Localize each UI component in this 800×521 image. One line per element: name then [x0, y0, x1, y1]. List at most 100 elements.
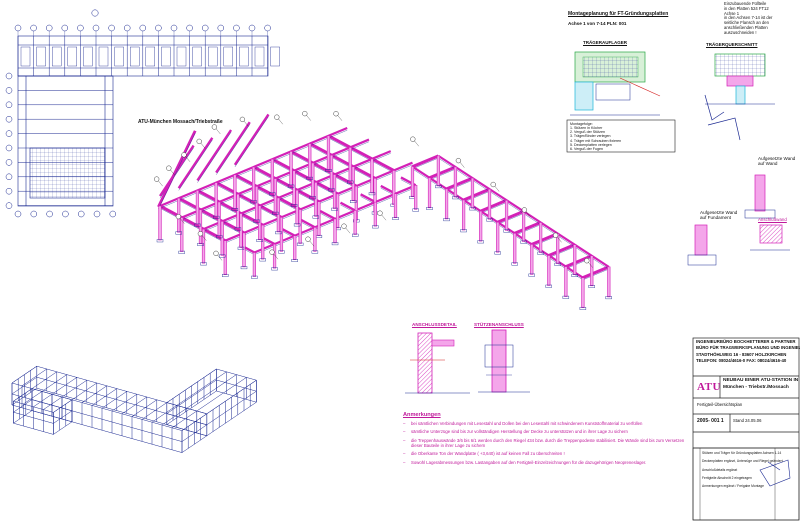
iso-column: [513, 232, 517, 264]
tb-revisions-line: Fertigteile Abschnitt 2 eingetragen: [702, 475, 752, 480]
fill-note-line: seitliche Flansch an den: [724, 20, 769, 26]
plan-room: [67, 46, 78, 67]
position-leader: [278, 118, 283, 125]
iso-footing: [293, 223, 301, 227]
grid-bubble: [123, 24, 131, 32]
position-label: [166, 165, 172, 171]
wire-edge: [206, 379, 257, 415]
grid-bubble: [5, 187, 13, 195]
iso-column: [573, 244, 577, 275]
bullet-dash: –: [403, 459, 406, 465]
anmerkung-text: sämtliche Unterzüge sind bis zur vollstä…: [411, 429, 628, 435]
grid-bubble: [77, 210, 85, 218]
grid-bubble: [264, 24, 271, 32]
grid-bubble: [61, 24, 69, 32]
position-leader: [215, 128, 221, 135]
iso-footing: [562, 295, 570, 299]
position-leader: [345, 227, 351, 234]
iso-column: [329, 154, 334, 190]
tb-engineer-line: BÜRO FÜR TRAGWERKSPLANUNG UND INGENIEURB…: [696, 345, 800, 351]
plan-caption: ATU-München Mossach/Triebstraße: [138, 119, 223, 125]
iso-beam-edge: [309, 145, 376, 181]
iso-footing: [287, 184, 295, 188]
iso-column: [351, 166, 355, 202]
plan-room: [98, 46, 109, 67]
isometric-structure: [154, 110, 612, 310]
iso-column: [311, 162, 315, 198]
iso-column: [353, 210, 357, 235]
iso-footing: [325, 169, 332, 173]
wire-edge: [161, 407, 187, 426]
anmerkung-text: Sowohl Lagerabmessungen bzw. Lastangaben…: [411, 459, 647, 465]
plan-grid-bubbles: [5, 9, 271, 218]
iso-column: [479, 210, 483, 242]
plan-room: [129, 46, 140, 67]
iso-column: [158, 205, 162, 241]
iso-footing: [352, 233, 359, 237]
bullet-dash: –: [403, 429, 406, 435]
grid-bubble: [14, 210, 22, 218]
iso-footing: [251, 275, 258, 279]
fill-note-line: auszuschneiden !: [724, 29, 757, 35]
iso-column: [273, 178, 277, 213]
corner-bracket-sketch: [704, 94, 741, 141]
iso-beam-edge: [531, 235, 558, 247]
iso-position-labels: [154, 110, 590, 264]
iso-footing: [259, 258, 266, 262]
bullet-dash: –: [403, 421, 406, 426]
iso-beam: [234, 173, 301, 211]
grid-bubble: [46, 210, 53, 218]
iso-footing: [222, 273, 229, 277]
iso-column: [308, 143, 312, 178]
iso-footing: [272, 211, 279, 215]
iso-beam-edge: [290, 153, 357, 189]
position-label: [521, 207, 528, 213]
bullet-dash: –: [403, 437, 406, 443]
iso-column: [607, 266, 611, 298]
iso-column: [326, 135, 331, 171]
iso-footing: [331, 242, 339, 246]
detail-aufgesetzte-wand: [687, 174, 790, 266]
wire-edge: [53, 421, 73, 435]
position-leader: [494, 185, 500, 192]
wireframe-model: [11, 365, 257, 453]
iso-footing: [412, 208, 419, 212]
position-leader: [243, 120, 249, 127]
iso-beam-edge: [178, 200, 245, 236]
iso-footing: [253, 219, 260, 223]
position-label: [305, 236, 311, 242]
iso-leaders: [158, 115, 593, 268]
wire-edge: [81, 385, 107, 403]
anmerkung-text: die Oberkante Ton der Wandplatte ( +3,64…: [411, 451, 565, 457]
iso-column: [590, 255, 594, 287]
iso-beam: [233, 113, 270, 166]
label-tragerauflager: TRÄGERAUFLAGER: [583, 40, 627, 45]
iso-footing: [520, 240, 527, 244]
iso-beam-edge: [234, 176, 301, 212]
position-label: [410, 136, 416, 142]
tb-revisions-line: Anschlußdetails ergänzt: [702, 467, 738, 472]
grid-bubble: [62, 210, 69, 218]
anmerkungen-title: Anmerkungen: [403, 412, 441, 418]
wire-edge: [111, 393, 137, 412]
position-label: [584, 258, 590, 264]
position-label: [552, 232, 559, 238]
iso-column: [314, 182, 318, 217]
wire-edge: [41, 374, 67, 392]
iso-column: [252, 252, 257, 277]
iso-beam: [360, 193, 376, 204]
fill-note-line: anschließenden Platten: [724, 25, 768, 31]
iso-column: [258, 205, 262, 241]
iso-beam: [215, 121, 251, 174]
iso-beam: [290, 150, 358, 188]
position-label: [196, 138, 202, 145]
plan-room: [161, 46, 171, 67]
plan-room: [36, 46, 46, 67]
atu-logo: ATU: [697, 381, 721, 393]
iso-column: [289, 151, 293, 186]
iso-beam: [411, 154, 439, 169]
iso-footing: [571, 273, 578, 277]
